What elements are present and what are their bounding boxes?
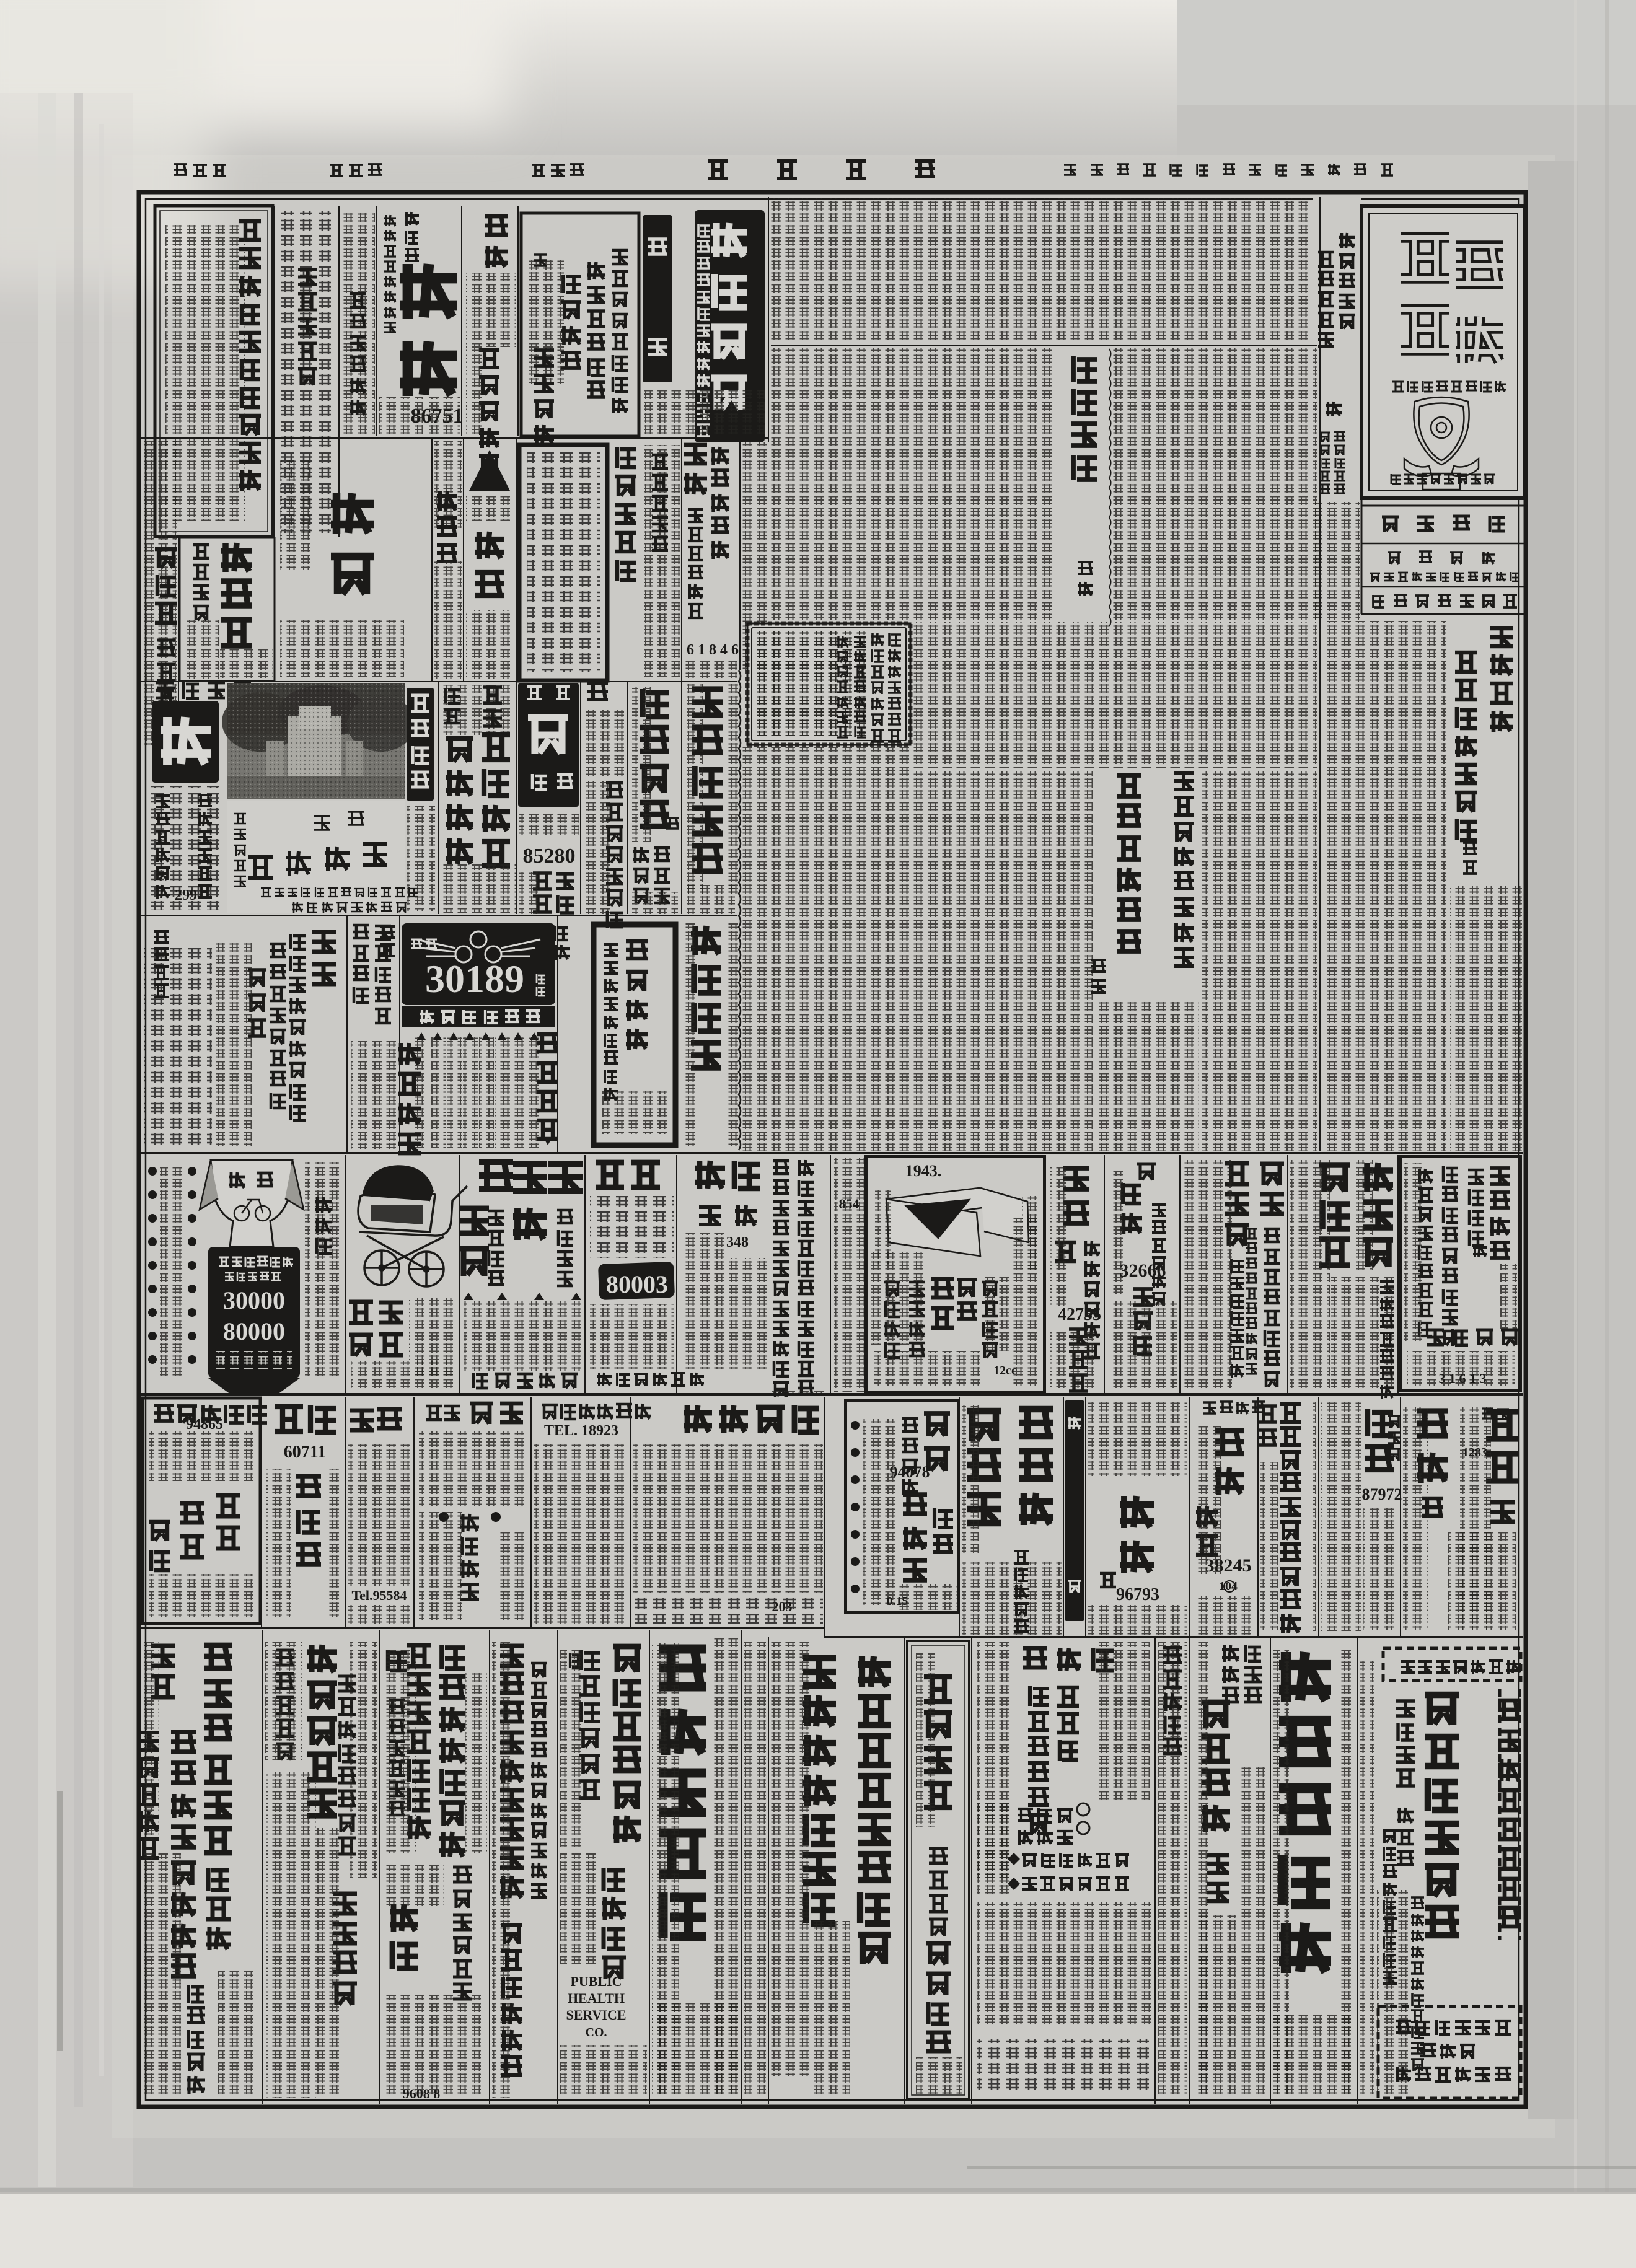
svg-text:104: 104 xyxy=(1219,1580,1238,1593)
svg-text:CO.: CO. xyxy=(586,2026,607,2039)
svg-text:SERVICE: SERVICE xyxy=(566,2007,626,2023)
svg-text:60711: 60711 xyxy=(284,1443,326,1462)
svg-text:94865: 94865 xyxy=(186,1417,223,1433)
svg-text:348: 348 xyxy=(726,1234,749,1250)
svg-text:1283: 1283 xyxy=(1462,1446,1487,1459)
svg-text:Tel.95584: Tel.95584 xyxy=(351,1588,407,1603)
svg-text:32666: 32666 xyxy=(1120,1260,1166,1281)
svg-text:PUBLIC: PUBLIC xyxy=(570,1974,622,1989)
svg-text:854: 854 xyxy=(839,1196,860,1211)
svg-text:30189: 30189 xyxy=(425,957,524,1001)
svg-text:TEL. 18923: TEL. 18923 xyxy=(544,1423,618,1439)
svg-text:80003: 80003 xyxy=(606,1270,668,1298)
svg-text:9608 8: 9608 8 xyxy=(403,2086,441,2101)
svg-text:3 1 6 1 3: 3 1 6 1 3 xyxy=(1439,1371,1487,1386)
svg-text:94078: 94078 xyxy=(890,1463,930,1481)
svg-text:203: 203 xyxy=(772,1599,793,1614)
svg-text:30000: 30000 xyxy=(223,1286,285,1314)
svg-text:299: 299 xyxy=(175,887,197,903)
svg-text:96793: 96793 xyxy=(1116,1585,1159,1604)
svg-text:HEALTH: HEALTH xyxy=(568,1990,625,2006)
svg-text:80000: 80000 xyxy=(223,1317,285,1345)
svg-text:1943.: 1943. xyxy=(905,1162,942,1180)
svg-text:6 1 8 4 6: 6 1 8 4 6 xyxy=(687,642,739,658)
svg-text:85280: 85280 xyxy=(523,845,576,868)
svg-text:87972: 87972 xyxy=(1362,1485,1402,1503)
svg-text:42755: 42755 xyxy=(1058,1305,1101,1324)
